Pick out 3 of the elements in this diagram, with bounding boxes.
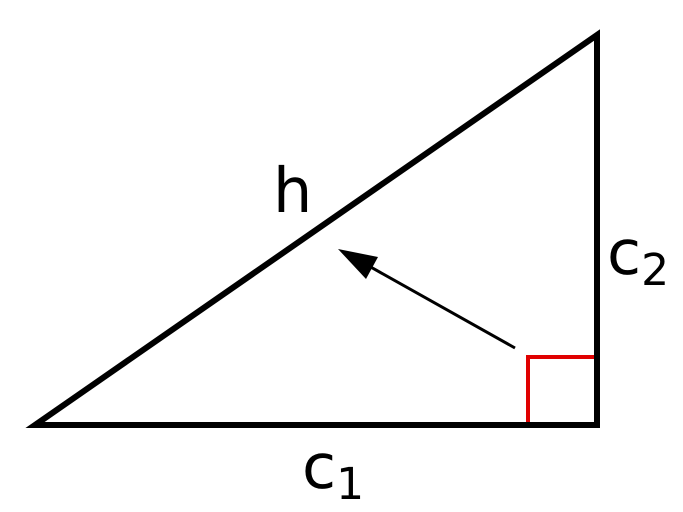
side-label: h bbox=[273, 160, 312, 222]
side-label: c$_{1}$ bbox=[302, 436, 364, 507]
side-label: c$_{2}$ bbox=[607, 222, 670, 293]
